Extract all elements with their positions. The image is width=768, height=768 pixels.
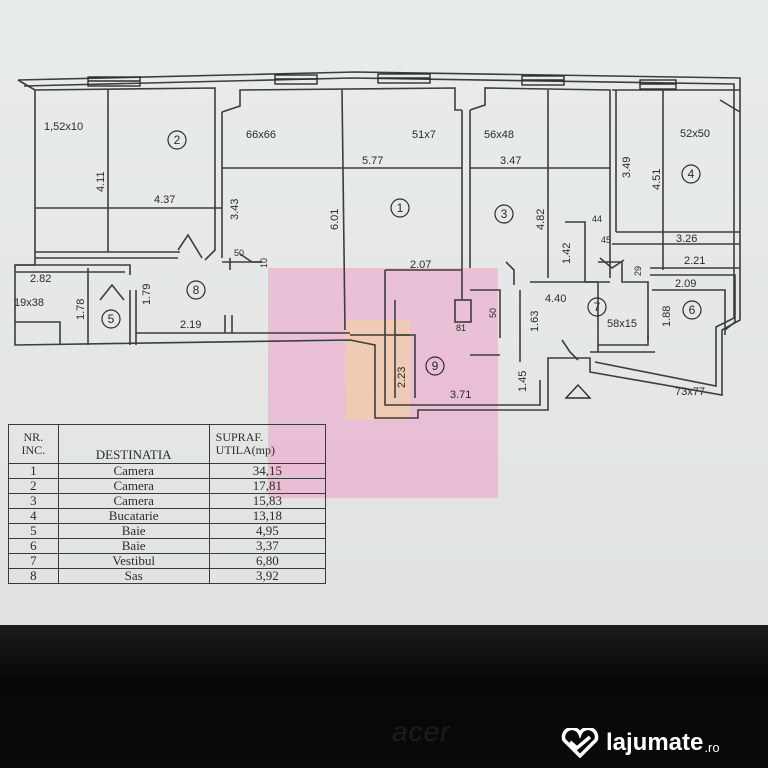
cell-nr: 8	[8, 568, 59, 584]
cell-dest: Camera	[57, 493, 210, 509]
cell-dest: Vestibul	[57, 553, 210, 569]
dimension-label: 66x66	[246, 129, 276, 141]
cell-dest: Bucatarie	[57, 508, 210, 524]
dimension-label: 81	[456, 323, 466, 333]
cell-nr: 4	[8, 508, 59, 524]
dimension-label: 58x15	[607, 318, 637, 330]
dimension-label: 1.63	[529, 311, 541, 332]
dimension-label: 3.49	[621, 157, 633, 178]
heart-logo-icon	[561, 728, 599, 758]
dimension-label: 2.23	[396, 367, 408, 388]
dimension-label: 73x77	[675, 386, 705, 398]
dimension-label: 5.77	[362, 155, 383, 167]
cell-nr: 2	[8, 478, 59, 494]
dimension-label: 50	[488, 308, 498, 318]
dimension-label: 1,52x10	[44, 121, 83, 133]
cell-area: 3,37	[208, 538, 327, 554]
dimension-label: 56x48	[484, 129, 514, 141]
room-number-5: 5	[108, 312, 115, 326]
cell-area: 15,83	[208, 493, 327, 509]
room-number-2: 2	[174, 133, 181, 147]
dimension-label: 44	[592, 214, 602, 224]
dimension-label: 51x7	[412, 129, 436, 141]
dimension-label: 1.88	[661, 306, 673, 327]
dimension-label: 52x50	[680, 128, 710, 140]
dimension-label: 2.09	[675, 278, 696, 290]
cell-area: 3,92	[208, 568, 327, 584]
dimension-label: 1.45	[517, 371, 529, 392]
header-nr: NR.INC.	[8, 424, 59, 464]
cell-nr: 7	[8, 553, 59, 569]
cell-nr: 3	[8, 493, 59, 509]
dimension-label: 4.37	[154, 194, 175, 206]
cell-area: 17,81	[208, 478, 327, 494]
dimension-label: 4.40	[545, 293, 566, 305]
dimension-label: 4.82	[535, 209, 547, 230]
table-header-row: NR.INC. DESTINATIA SUPRAF.UTILA(mp)	[8, 424, 327, 464]
dimension-labels: 1,52x10 4.11 4.37 3.43 66x66 5.77 6.01 5…	[14, 121, 710, 401]
dimension-label: 4.51	[651, 169, 663, 190]
dimension-label: 10	[259, 258, 269, 268]
room-numbers: 2 1 3 4 5 6 7 8 9	[108, 133, 696, 373]
dimension-label: 50	[234, 248, 244, 258]
dimension-label: 29	[633, 266, 643, 276]
dimension-label: 45	[601, 235, 611, 245]
cell-area: 13,18	[208, 508, 327, 524]
dimension-label: 2.82	[30, 273, 51, 285]
watermark-tld: .ro	[704, 739, 720, 755]
cell-dest: Camera	[57, 463, 210, 479]
monitor-bezel	[0, 625, 768, 768]
watermark-text: lajumate	[606, 729, 704, 756]
dimension-label: 1.78	[75, 299, 87, 320]
dimension-label: 19x38	[14, 297, 44, 309]
cell-nr: 6	[8, 538, 59, 554]
cell-dest: Camera	[57, 478, 210, 494]
dimension-label: 2.07	[410, 259, 431, 271]
north-arrow-icon	[564, 383, 592, 399]
dimension-label: 1.79	[141, 284, 153, 305]
room-number-9: 9	[432, 359, 439, 373]
dimension-label: 3.47	[500, 155, 521, 167]
dimension-label: 3.43	[229, 199, 241, 220]
dimension-label: 4.11	[95, 171, 107, 192]
header-destinatia: DESTINATIA	[57, 424, 210, 464]
dimension-label: 6.01	[329, 209, 341, 230]
room-number-3: 3	[501, 207, 508, 221]
room-number-6: 6	[689, 303, 696, 317]
room-number-1: 1	[397, 201, 404, 215]
monitor-screen: 2 1 3 4 5 6 7 8 9 1,52x10 4.11 4.37 3.43…	[0, 0, 768, 625]
cell-dest: Sas	[57, 568, 210, 584]
room-number-7: 7	[594, 300, 601, 314]
dimension-label: 3.26	[676, 233, 697, 245]
room-markers	[101, 130, 702, 376]
watermark: lajumate .ro	[560, 726, 720, 760]
walls	[14, 71, 741, 419]
cell-area: 4,95	[208, 523, 327, 539]
floor-plan: 2 1 3 4 5 6 7 8 9 1,52x10 4.11 4.37 3.43…	[14, 71, 741, 498]
windows	[87, 73, 677, 90]
cell-nr: 5	[8, 523, 59, 539]
room-number-4: 4	[688, 167, 695, 181]
dimension-label: 2.19	[180, 319, 201, 331]
cell-area: 6,80	[208, 553, 327, 569]
header-suprafata: SUPRAF.UTILA(mp)	[208, 424, 327, 464]
brand-logo: acer	[392, 716, 451, 747]
dimension-label: 3.71	[450, 389, 471, 401]
dimension-label: 2.21	[684, 255, 705, 267]
cell-dest: Baie	[57, 538, 210, 554]
cell-area: 34,15	[208, 463, 327, 479]
dimension-label: 1.42	[561, 243, 573, 264]
room-number-8: 8	[193, 283, 200, 297]
cell-dest: Baie	[57, 523, 210, 539]
cell-nr: 1	[8, 463, 59, 479]
